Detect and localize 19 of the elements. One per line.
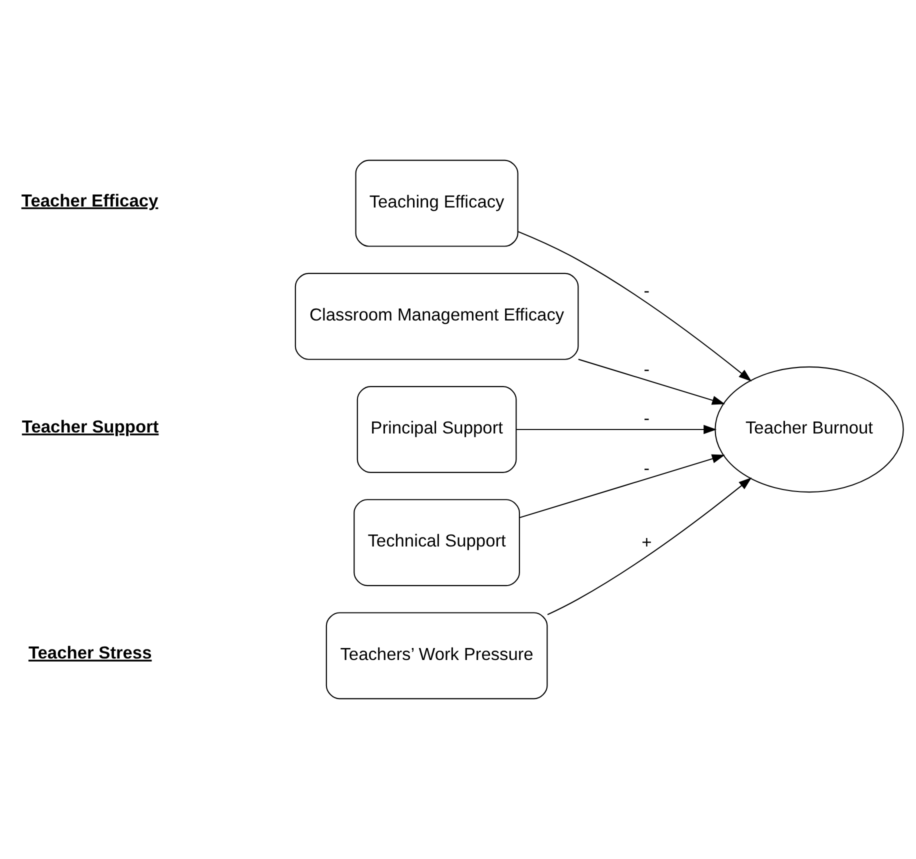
edge-label: - <box>644 408 650 428</box>
arrow <box>578 358 726 405</box>
label: Teacher Stress <box>28 642 152 663</box>
arrow <box>547 477 752 616</box>
edge-label: - <box>644 280 650 301</box>
node-box: Classroom Management Efficacy <box>294 272 579 360</box>
node-box: Teachers’ Work Pressure <box>326 612 548 700</box>
arrow <box>518 231 752 382</box>
edge-label: + <box>642 532 652 552</box>
arrow <box>519 454 726 518</box>
edge-label: - <box>644 458 650 478</box>
label: Teacher Efficacy <box>21 190 158 210</box>
node-ellipse: Teacher Burnout <box>714 366 904 493</box>
label: Teacher Support <box>22 416 159 437</box>
node-box: Principal Support <box>356 386 517 473</box>
arrow <box>516 424 717 434</box>
node-box: Technical Support <box>354 499 520 586</box>
node-box: Teaching Efficacy <box>355 160 518 247</box>
edge-label: - <box>644 358 650 379</box>
